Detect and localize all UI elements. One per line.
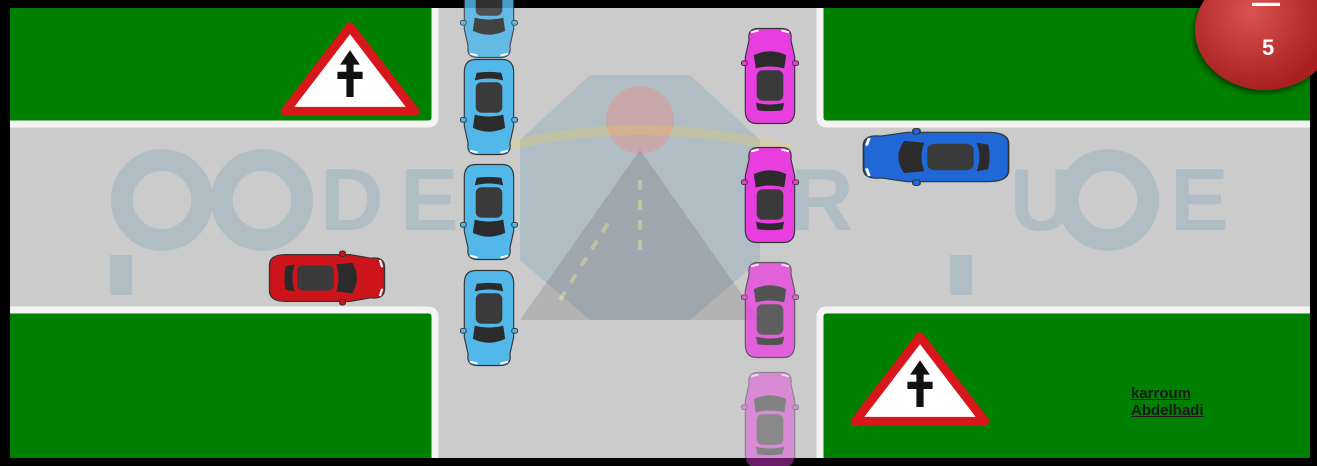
car-light-blue-2 [461,59,518,154]
svg-text:R: R [790,150,854,249]
question-number: 5 [1262,35,1274,61]
credit-line-1: karroum [1131,385,1204,402]
svg-text:E: E [1170,150,1229,249]
car-dark-blue [864,129,1009,186]
car-magenta-4 [742,373,799,466]
grass-bottom-left [10,310,435,458]
car-magenta-1 [742,28,799,123]
credit-line-2: Abdelhadi [1131,402,1204,419]
badge-top-text: ▬▬ [1252,0,1282,6]
car-magenta-2 [742,148,799,243]
svg-text:D: D [320,150,384,249]
car-light-blue-4 [461,271,518,366]
car-magenta-3 [742,263,799,358]
car-light-blue-1 [461,0,518,58]
car-light-blue-3 [461,165,518,260]
svg-text:U: U [1010,150,1074,249]
svg-text:E: E [400,150,459,249]
author-credit: karroum Abdelhadi [1131,385,1204,419]
car-red [270,251,385,305]
